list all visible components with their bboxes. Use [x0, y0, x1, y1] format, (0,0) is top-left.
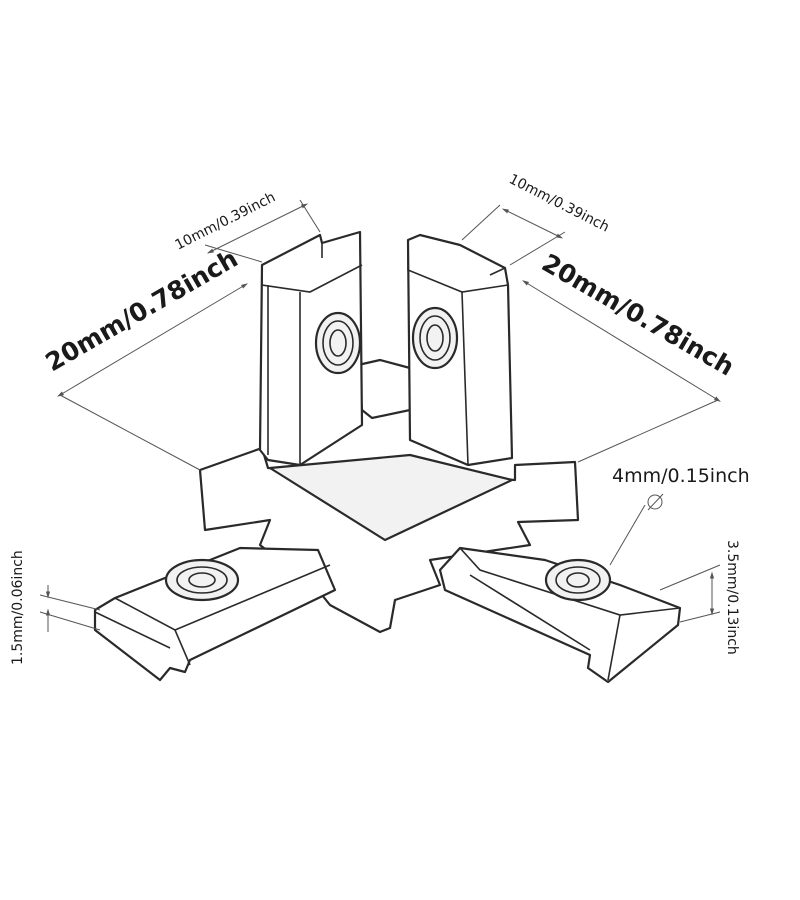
center-recess [268, 453, 514, 542]
t-nut-left-vertical [258, 230, 364, 467]
threaded-hole-left-horizontal [164, 558, 240, 602]
threaded-hole-right-horizontal [544, 558, 612, 602]
label-right-depth: 3.5mm/0.13inch [724, 540, 740, 655]
t-nut-right-horizontal [438, 546, 682, 684]
label-left-thickness: 1.5mm/0.06inch [10, 550, 26, 665]
t-nut-left-horizontal [93, 546, 337, 682]
label-top-right-10mm: 10mm/0.39inch [506, 171, 612, 235]
label-hole-diameter: 4mm/0.15inch [612, 465, 750, 487]
label-right-20mm: 20mm/0.78inch [537, 248, 739, 381]
base-plate [198, 358, 580, 634]
dimension-lines [39, 199, 721, 632]
t-nut-right-vertical [406, 233, 514, 467]
label-left-20mm: 20mm/0.78inch [41, 244, 243, 377]
